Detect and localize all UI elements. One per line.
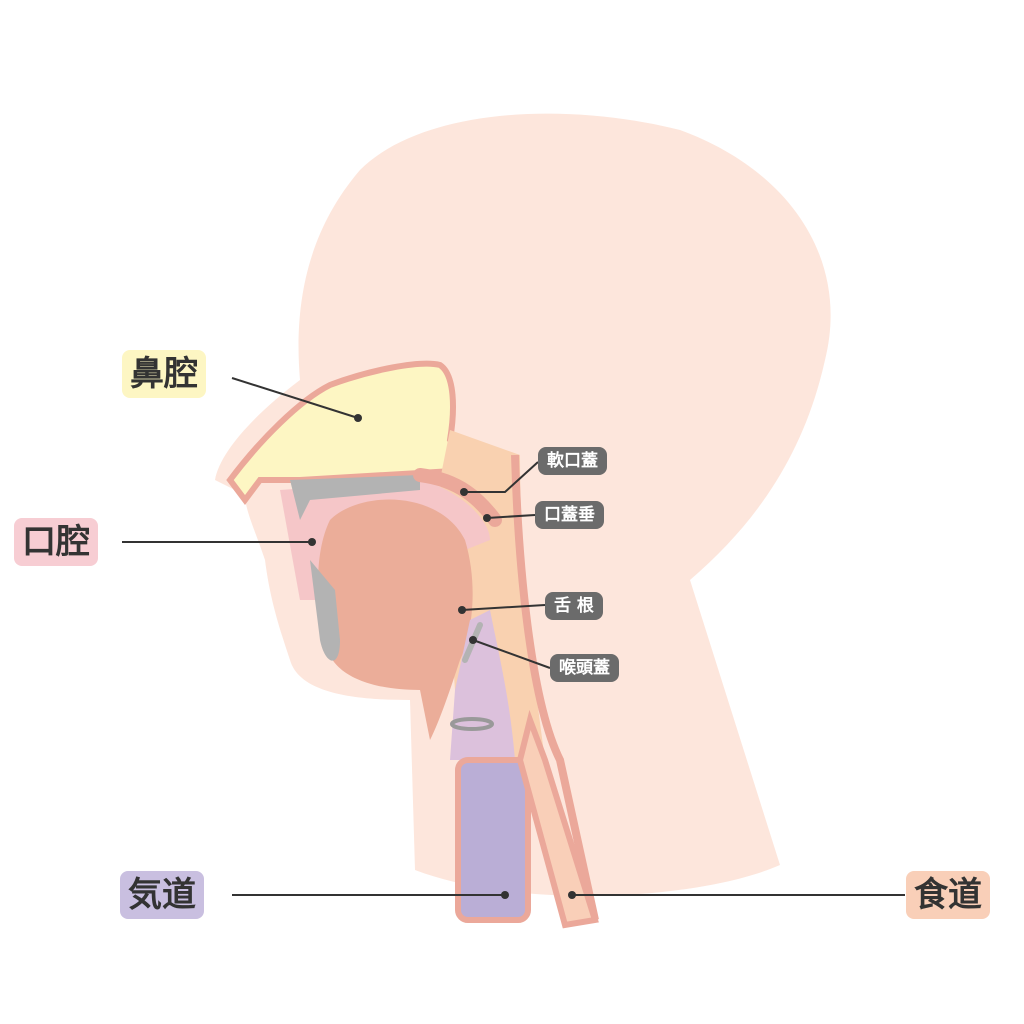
label-airway: 気道 [120, 871, 204, 919]
cartilage-ring [450, 717, 494, 731]
palate-gray [290, 475, 420, 520]
trachea [455, 757, 531, 923]
pharynx-wall [511, 454, 599, 921]
epiglottis-shape [450, 610, 515, 760]
lower-jaw-gray [310, 560, 340, 661]
esophagus-tube [516, 709, 599, 929]
label-epiglottis: 喉頭蓋 [550, 654, 619, 682]
label-tongue-root: 舌 根 [545, 592, 603, 620]
leader-dots [308, 414, 576, 899]
label-esophagus: 食道 [906, 871, 990, 919]
nasal-cavity [226, 360, 476, 505]
leader-lines [122, 377, 905, 896]
label-nasal-cavity: 鼻腔 [122, 350, 206, 398]
label-soft-palate: 軟口蓋 [538, 447, 607, 475]
head-silhouette [215, 113, 831, 896]
label-uvula: 口蓋垂 [535, 501, 604, 529]
tongue [318, 499, 473, 740]
label-oral-cavity: 口腔 [14, 518, 98, 566]
